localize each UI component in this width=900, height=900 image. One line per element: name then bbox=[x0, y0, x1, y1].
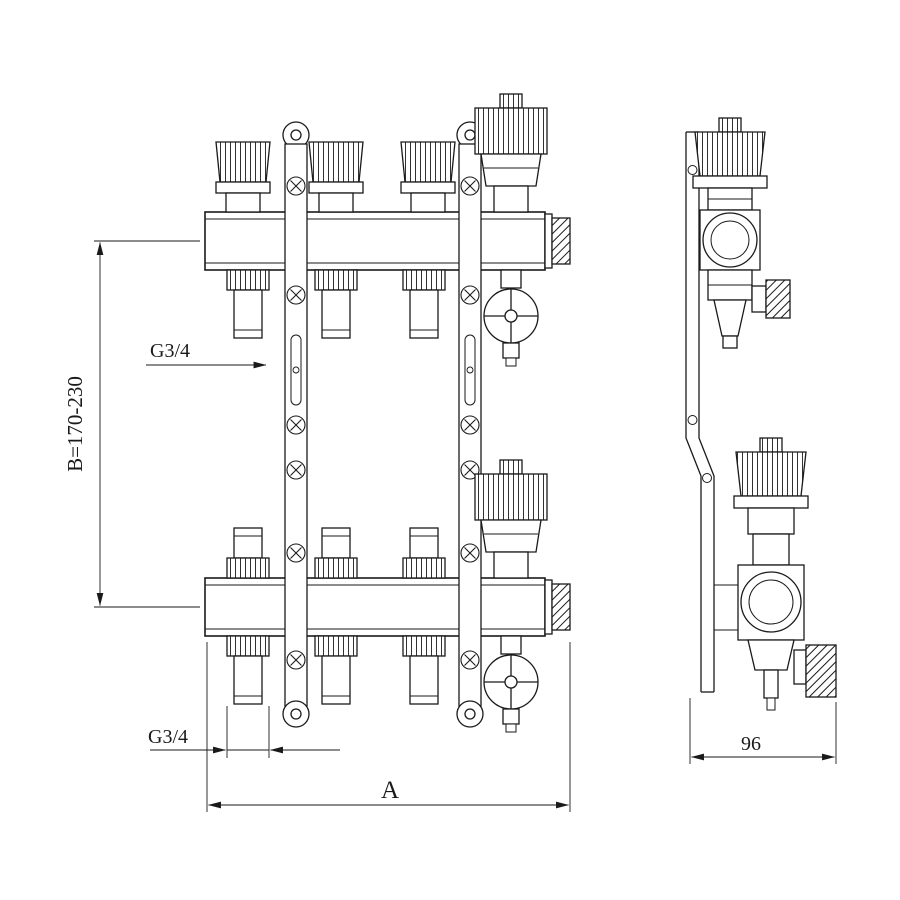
drain-valve bbox=[483, 269, 539, 367]
dimension-width bbox=[206, 642, 571, 812]
dim-depth-label: 96 bbox=[741, 733, 761, 755]
dimensions bbox=[94, 240, 837, 812]
top-manifold-bar bbox=[204, 211, 571, 271]
valve-cap bbox=[400, 141, 456, 213]
outlet-nipple bbox=[402, 635, 446, 705]
outlet-nipple bbox=[226, 635, 270, 705]
side-view bbox=[685, 117, 837, 711]
air-vent bbox=[474, 459, 548, 579]
mounting-strap bbox=[457, 122, 483, 727]
drain-valve bbox=[483, 635, 539, 733]
bottom-manifold-bar bbox=[204, 577, 571, 637]
dimension-height bbox=[94, 240, 200, 608]
outlet-nipple bbox=[226, 527, 270, 579]
dim-width-label: A bbox=[381, 777, 399, 804]
thread-bottom-label: G3/4 bbox=[148, 726, 188, 748]
mounting-plate bbox=[685, 131, 738, 693]
valve-cap bbox=[308, 141, 364, 213]
thread-callout-bottom bbox=[150, 706, 340, 758]
outlet-nipple bbox=[314, 527, 358, 579]
outlet-nipple bbox=[314, 269, 358, 339]
outlet-nipple bbox=[226, 269, 270, 339]
mounting-strap bbox=[283, 122, 309, 727]
outlet-nipple bbox=[402, 269, 446, 339]
dim-height-label: B=170-230 bbox=[63, 376, 87, 472]
outlet-nipple bbox=[314, 635, 358, 705]
dimension-depth bbox=[689, 698, 837, 764]
front-view bbox=[204, 93, 571, 733]
thread-top-label: G3/4 bbox=[150, 340, 190, 362]
side-bottom-assembly bbox=[733, 437, 837, 711]
valve-cap bbox=[215, 141, 271, 213]
outlet-nipple bbox=[402, 527, 446, 579]
side-top-assembly bbox=[692, 117, 791, 349]
air-vent bbox=[474, 93, 548, 213]
